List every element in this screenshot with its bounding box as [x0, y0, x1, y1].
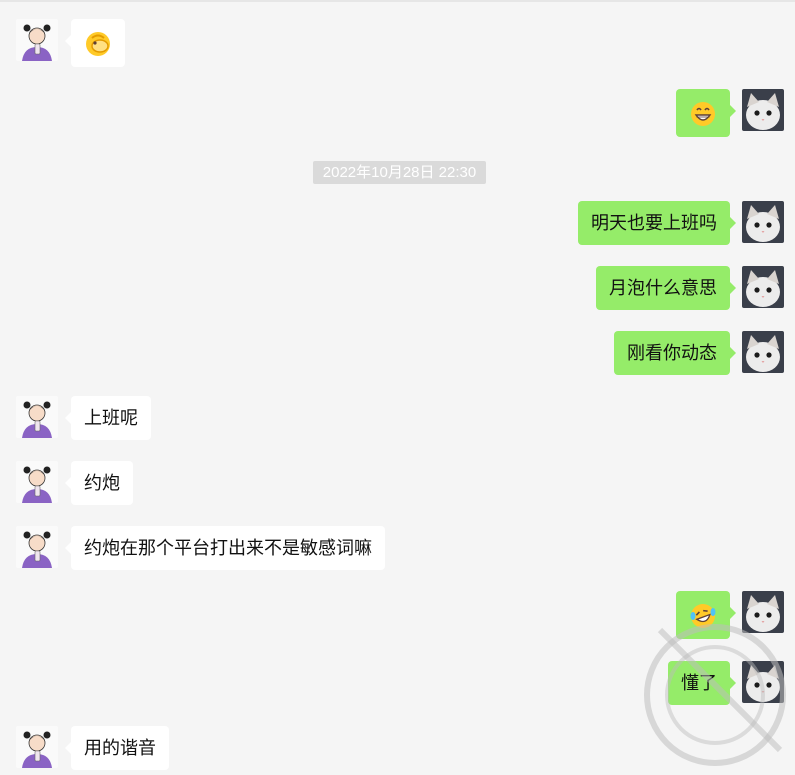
- message-bubble-outgoing[interactable]: 明天也要上班吗: [578, 201, 736, 245]
- grinning-emoji-icon: [691, 102, 715, 127]
- message-bubble-outgoing[interactable]: 懂了: [668, 661, 736, 705]
- my-avatar[interactable]: [742, 331, 784, 373]
- my-avatar[interactable]: [742, 89, 784, 131]
- contact-avatar[interactable]: [16, 726, 58, 768]
- timestamp-divider: 2022年10月28日 22:30: [313, 161, 486, 184]
- my-avatar[interactable]: [742, 266, 784, 308]
- message-bubble-incoming[interactable]: [65, 19, 125, 67]
- message-bubble-incoming[interactable]: 上班呢: [65, 396, 151, 440]
- my-avatar[interactable]: [742, 201, 784, 243]
- my-avatar[interactable]: [742, 661, 784, 703]
- my-avatar[interactable]: [742, 591, 784, 633]
- message-bubble-incoming[interactable]: 约炮: [65, 461, 133, 505]
- message-bubble-outgoing[interactable]: 刚看你动态: [614, 331, 736, 375]
- message-bubble-incoming[interactable]: 约炮在那个平台打出来不是敏感词嘛: [65, 526, 385, 570]
- message-bubble-outgoing[interactable]: 月泡什么意思: [596, 266, 736, 310]
- laughing-crying-emoji-icon: [690, 604, 716, 629]
- message-bubble-outgoing[interactable]: [676, 89, 736, 137]
- message-bubble-outgoing[interactable]: [676, 591, 736, 639]
- contact-avatar[interactable]: [16, 19, 58, 61]
- contact-avatar[interactable]: [16, 526, 58, 568]
- contact-avatar[interactable]: [16, 461, 58, 503]
- hand-wave-emoji-icon: [86, 32, 110, 57]
- contact-avatar[interactable]: [16, 396, 58, 438]
- top-divider: [0, 0, 795, 2]
- message-bubble-incoming[interactable]: 用的谐音: [65, 726, 169, 770]
